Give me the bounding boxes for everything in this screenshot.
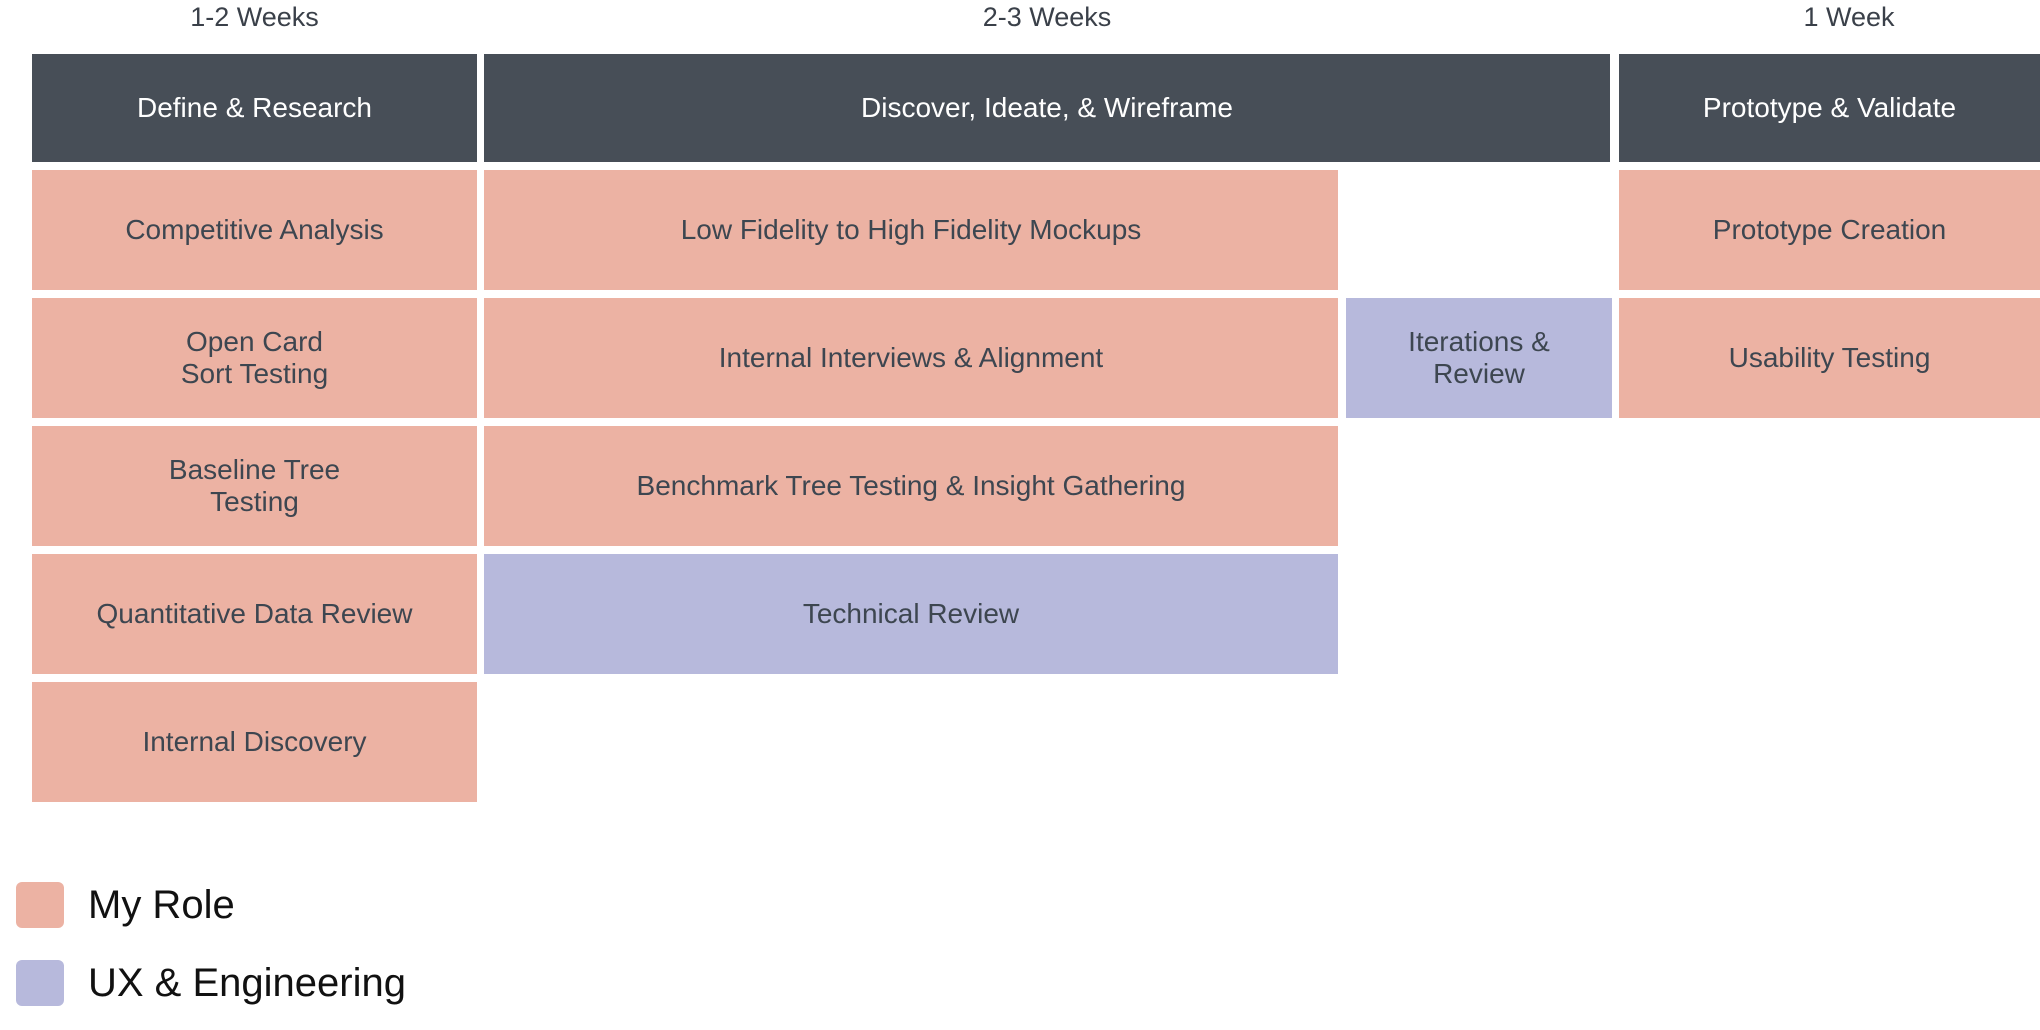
phase-prototype-validate: Prototype & Validate [1619,54,2040,162]
legend-label-my-role: My Role [88,882,235,927]
duration-discover: 2-3 Weeks [982,2,1112,32]
task-quantitative-data-review: Quantitative Data Review [32,554,477,674]
phase-define-research: Define & Research [32,54,477,162]
task-mockups: Low Fidelity to High Fidelity Mockups [484,170,1338,290]
task-competitive-analysis: Competitive Analysis [32,170,477,290]
task-benchmark-tree-testing: Benchmark Tree Testing & Insight Gatheri… [484,426,1338,546]
legend-label-ux-engineering: UX & Engineering [88,960,406,1005]
legend-swatch-my-role [16,882,64,928]
duration-prototype: 1 Week [1803,2,1895,32]
duration-define: 1-2 Weeks [190,2,319,32]
task-internal-interviews: Internal Interviews & Alignment [484,298,1338,418]
task-technical-review: Technical Review [484,554,1338,674]
task-baseline-tree-testing: Baseline Tree Testing [32,426,477,546]
legend-swatch-ux-engineering [16,960,64,1006]
task-prototype-creation: Prototype Creation [1619,170,2040,290]
legend-ux-engineering: UX & Engineering [16,959,406,1007]
task-open-card-sort-testing: Open Card Sort Testing [32,298,477,418]
task-internal-discovery: Internal Discovery [32,682,477,802]
phase-discover-ideate-wireframe: Discover, Ideate, & Wireframe [484,54,1610,162]
task-usability-testing: Usability Testing [1619,298,2040,418]
legend-my-role: My Role [16,881,235,929]
task-iterations-review: Iterations & Review [1346,298,1612,418]
